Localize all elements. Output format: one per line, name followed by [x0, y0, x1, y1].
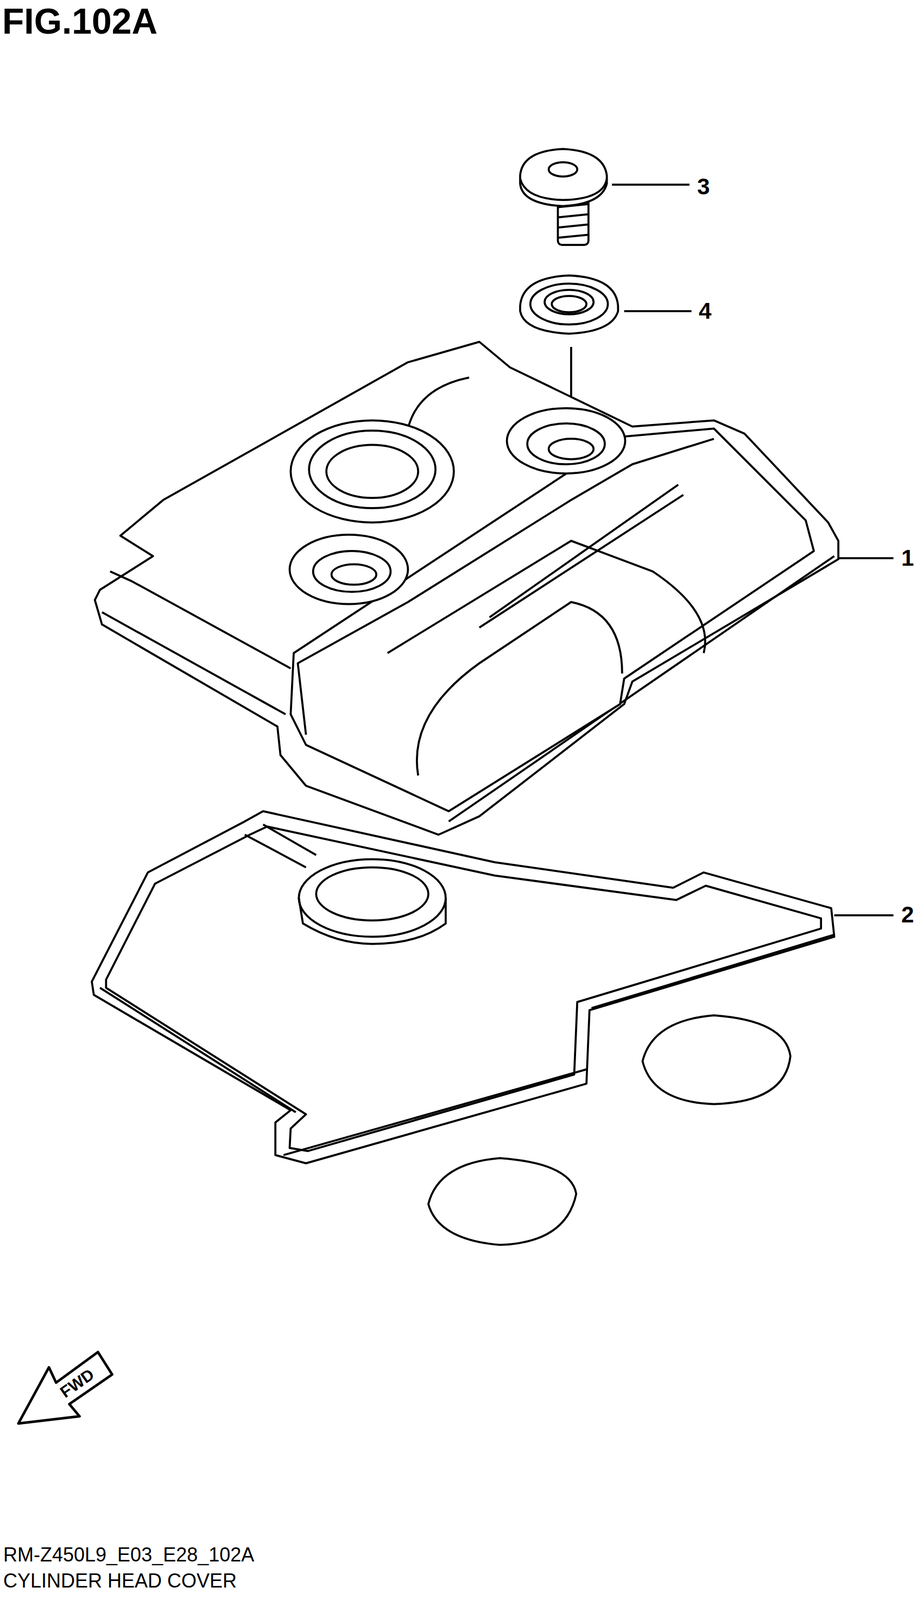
screw	[520, 148, 608, 245]
cylinder-head-cover	[95, 342, 839, 836]
figure-title: FIG.102A	[2, 3, 158, 40]
diagram-code: RM-Z450L9_E03_E28_102A	[3, 1545, 255, 1565]
callout-number: 2	[901, 903, 914, 927]
washer	[520, 275, 618, 334]
leader-lines	[611, 184, 894, 916]
callout-number: 4	[698, 299, 712, 323]
callout-number: 3	[697, 175, 710, 199]
gasket	[91, 811, 835, 1245]
callout-number: 1	[901, 546, 914, 570]
fwd-arrow	[18, 1351, 113, 1424]
diagram-name: CYLINDER HEAD COVER	[3, 1571, 237, 1591]
